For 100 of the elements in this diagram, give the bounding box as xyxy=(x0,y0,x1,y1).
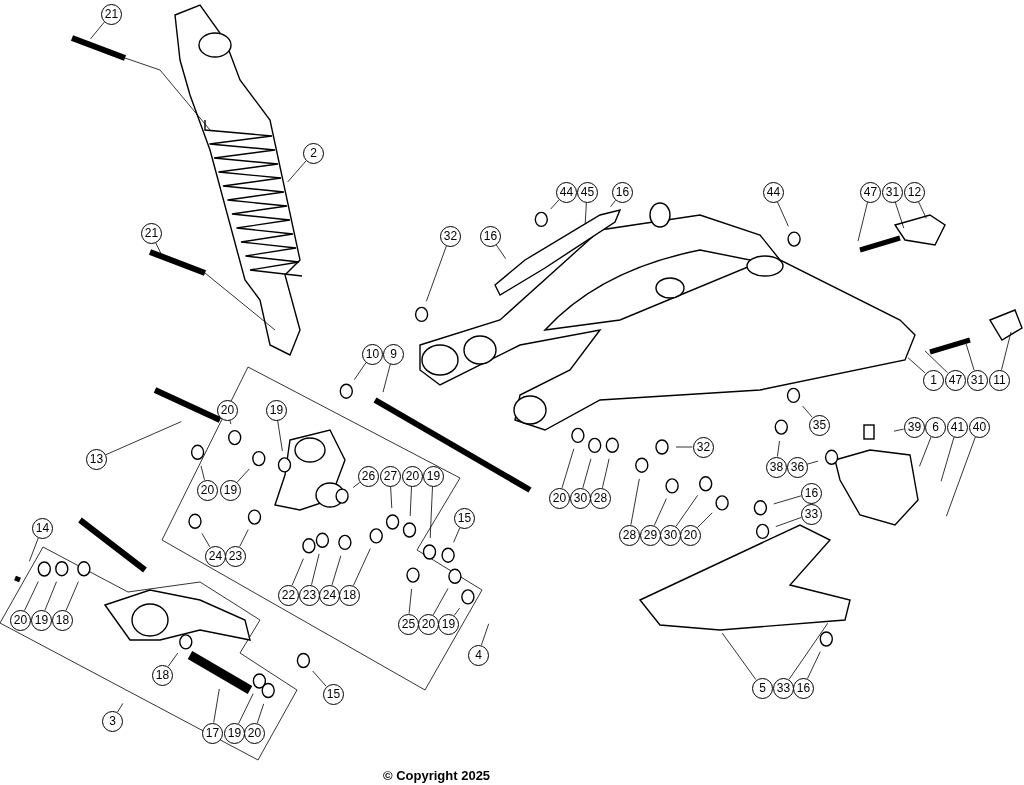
callout-number: 22 xyxy=(278,585,299,606)
callout-number: 31 xyxy=(882,182,903,203)
leader-line xyxy=(429,486,433,539)
callout-number: 11 xyxy=(989,370,1010,391)
leader-line xyxy=(409,486,412,517)
callout-number: 16 xyxy=(480,226,501,247)
callout-number: 20 xyxy=(10,610,31,631)
callout-number: 47 xyxy=(945,370,966,391)
callout-number: 17 xyxy=(202,723,223,744)
leader-line xyxy=(201,533,211,548)
leader-line xyxy=(236,468,250,483)
callout-number: 19 xyxy=(220,480,241,501)
callout-number: 47 xyxy=(860,182,881,203)
leader-line xyxy=(630,478,640,526)
leader-line xyxy=(721,632,757,680)
leader-line xyxy=(287,160,307,183)
callout-number: 30 xyxy=(570,488,591,509)
callout-number: 41 xyxy=(947,417,968,438)
leader-line xyxy=(312,670,327,687)
callout-number: 21 xyxy=(141,223,162,244)
leader-line xyxy=(432,588,449,616)
callout-number: 25 xyxy=(398,614,419,635)
leader-line xyxy=(894,201,905,229)
leader-line xyxy=(946,436,976,517)
leader-line xyxy=(277,420,283,452)
leader-line xyxy=(256,703,265,724)
leader-line xyxy=(857,201,868,242)
leader-line xyxy=(893,428,905,432)
leader-line xyxy=(481,623,490,646)
leader-line xyxy=(353,362,367,381)
leader-line xyxy=(408,588,412,614)
leader-line xyxy=(582,458,592,489)
callout-number: 20 xyxy=(402,466,423,487)
callout-number: 31 xyxy=(967,370,988,391)
callout-number: 20 xyxy=(217,400,238,421)
callout-number: 20 xyxy=(244,723,265,744)
callout-number: 13 xyxy=(86,449,107,470)
callout-number: 26 xyxy=(358,466,379,487)
leader-line xyxy=(776,201,789,227)
callout-number: 15 xyxy=(323,684,344,705)
leader-line xyxy=(29,537,39,562)
leader-line xyxy=(675,446,693,448)
callout-number: 10 xyxy=(362,344,383,365)
callout-number: 21 xyxy=(101,4,122,25)
leader-line xyxy=(382,363,391,393)
leader-line xyxy=(453,607,460,616)
leader-line xyxy=(65,581,79,611)
leader-line xyxy=(697,512,713,528)
leader-line xyxy=(229,419,232,425)
leader-line xyxy=(788,622,829,680)
leader-line xyxy=(353,548,371,586)
leader-line xyxy=(602,458,610,489)
callout-number: 14 xyxy=(32,518,53,539)
callout-number: 30 xyxy=(660,525,681,546)
leader-line xyxy=(561,448,575,489)
callout-number: 32 xyxy=(693,437,714,458)
callout-number: 36 xyxy=(787,457,808,478)
leader-line xyxy=(453,527,461,543)
callout-number: 20 xyxy=(197,480,218,501)
leader-line xyxy=(802,405,813,418)
callout-number: 33 xyxy=(773,678,794,699)
callout-number: 20 xyxy=(418,614,439,635)
leader-line xyxy=(775,517,802,527)
callout-number: 18 xyxy=(339,585,360,606)
callout-number: 19 xyxy=(31,610,52,631)
leader-line xyxy=(807,651,821,679)
leader-line xyxy=(940,436,955,482)
callout-number: 6 xyxy=(925,417,946,438)
callout-number: 12 xyxy=(904,182,925,203)
leader-line xyxy=(653,498,667,526)
callout-number: 19 xyxy=(224,723,245,744)
leader-line xyxy=(390,486,393,509)
leader-line xyxy=(311,553,320,586)
callout-number: 39 xyxy=(904,417,925,438)
leader-line xyxy=(919,436,932,467)
callout-number: 16 xyxy=(612,182,633,203)
callout-number: 16 xyxy=(801,483,822,504)
leader-line xyxy=(550,199,560,210)
callout-number: 15 xyxy=(454,508,475,529)
callout-number: 1 xyxy=(923,370,944,391)
callout-number: 23 xyxy=(225,546,246,567)
leader-line xyxy=(239,529,249,547)
callout-number: 33 xyxy=(801,504,822,525)
leader-line xyxy=(352,482,361,488)
callout-number: 20 xyxy=(549,488,570,509)
callout-number: 28 xyxy=(619,525,640,546)
leader-line xyxy=(584,202,587,225)
callout-number: 9 xyxy=(383,344,404,365)
callout-number: 2 xyxy=(303,143,324,164)
callout-number: 38 xyxy=(766,457,787,478)
leader-line xyxy=(117,703,124,713)
leader-line xyxy=(918,201,927,219)
leader-line xyxy=(44,581,57,611)
leader-line xyxy=(924,350,948,374)
callout-number: 20 xyxy=(680,525,701,546)
callout-number: 27 xyxy=(380,466,401,487)
callout-number: 16 xyxy=(793,678,814,699)
callout-number: 19 xyxy=(423,466,444,487)
callout-number: 44 xyxy=(556,182,577,203)
callout-number: 18 xyxy=(52,610,73,631)
